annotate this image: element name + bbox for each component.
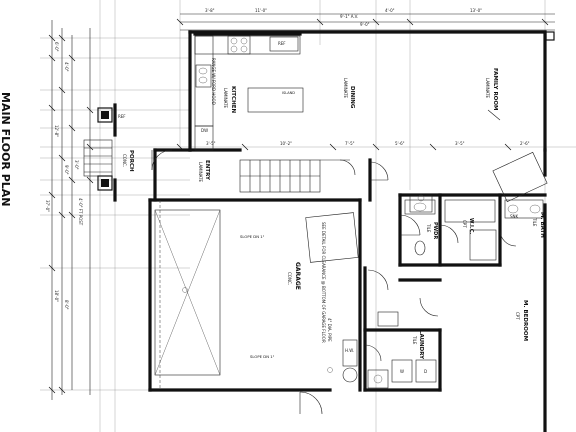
range-note: RANGE W/ FORD HOOD [211, 58, 216, 105]
room-label-m-bedroom: M. BEDROOM [522, 300, 528, 341]
garage-note: SEE DETAIL FOR CLEARANCE @ BOTTOM OF GAR… [321, 222, 326, 343]
room-label-family: FAMILY ROOM [492, 68, 498, 111]
slope-top-label: SLOPE DN 1" [240, 234, 265, 239]
room-label-pwdr: PWDR [432, 222, 438, 239]
room-sublabel-family: LAMINATE [485, 78, 490, 99]
dim-left-2: 4'-0" [64, 62, 69, 72]
dim-mid-3: 7'-5" [345, 141, 355, 146]
dim-left-8: 8'-0" [64, 300, 69, 310]
dim-left-6: 37'-0" [45, 200, 50, 212]
dryer-label: D [424, 369, 427, 374]
dim-top-2: 11'-0" [255, 8, 267, 13]
dim-left-4: 9'-0" [64, 165, 69, 175]
dim-top-4: 13'-0" [470, 8, 482, 13]
garage-features [154, 200, 359, 390]
room-label-m-bath: M. BATH [539, 212, 545, 238]
dim-left-1: 6'-0" [54, 42, 59, 52]
dim-mid-4: 5'-6" [395, 141, 405, 146]
room-label-entry: ENTRY [204, 160, 210, 181]
doors [151, 149, 517, 415]
kitchen-cabinets [194, 35, 304, 151]
room-sublabel-dining: LAMINATE [343, 78, 348, 99]
sink-label: SNK [510, 214, 519, 219]
room-label-kitchen: KITCHEN [230, 86, 236, 113]
fridge-label: REF [278, 41, 286, 46]
room-sublabel-kitchen: LAMINATE [223, 88, 228, 109]
dim-mid-1: 3'-5" [206, 141, 216, 146]
washer-label: W [400, 369, 404, 374]
columns [97, 31, 555, 203]
bath-fixtures [404, 194, 544, 261]
footing-note: 4'-0" FT POST [78, 198, 83, 226]
dw-label: DW [201, 128, 208, 133]
dim-left-5: 18'-0" [54, 290, 59, 302]
dim-mid-5: 3'-5" [455, 141, 465, 146]
dim-left-7: 3'-0" [74, 160, 79, 170]
elev-ref-label: 9'-1" A.V. [340, 14, 358, 19]
room-sublabel-entry: LAMINATE [198, 162, 203, 183]
dimension-grid [40, 0, 576, 432]
dimension-ticks [48, 18, 549, 394]
dim-mid-2: 10'-2" [280, 141, 292, 146]
laundry-fixtures [367, 311, 437, 389]
dim-top-5: 9'-0" [360, 22, 370, 27]
hw-label: H.W. [345, 348, 354, 353]
notes: ISLAND RANGE W/ FORD HOOD SLOPE DN 1" SL… [78, 14, 519, 374]
slope-bottom-label: SLOPE DN 1" [250, 354, 275, 359]
room-label-wic: W.I.C. [468, 218, 474, 234]
sheet-title: MAIN FLOOR PLAN [0, 92, 12, 207]
room-sublabel-garage: CONC. [287, 272, 292, 285]
room-sublabel-porch: CONC. [122, 154, 127, 167]
dim-top-1: 3'-8" [205, 8, 215, 13]
room-label-garage: GARAGE [294, 262, 301, 290]
dim-left-3: 12'-8" [54, 125, 59, 137]
room-sublabel-m-bath: TILE [532, 217, 537, 227]
ref-left-label: REF [118, 114, 126, 119]
room-sublabel-wic: CPT [462, 220, 467, 228]
pipe-note: 4" DIA. PIPE [327, 318, 332, 342]
room-label-laundry: LAUNDRY [418, 330, 424, 360]
stairs [239, 159, 350, 193]
room-sublabel-m-bedroom: CPT [515, 312, 520, 320]
room-label-porch: PORCH [128, 150, 134, 172]
walls [113, 30, 547, 432]
island-label: ISLAND [282, 91, 295, 95]
porch-steps [83, 139, 113, 177]
kitchen-island [247, 87, 304, 113]
dim-top-3: 4'-0" [385, 8, 395, 13]
room-labels: KITCHEN LAMINATE DINING LAMINATE FAMILY … [122, 68, 545, 360]
dimension-labels: 3'-8" 11'-0" 4'-0" 13'-0" 9'-0" 6'-0" 4'… [45, 8, 530, 310]
room-label-dining: DINING [349, 86, 355, 109]
room-sublabel-laundry: TILE [412, 335, 417, 345]
room-sublabel-pwdr: TILE [426, 223, 431, 233]
dim-mid-6: 2'-6" [520, 141, 530, 146]
